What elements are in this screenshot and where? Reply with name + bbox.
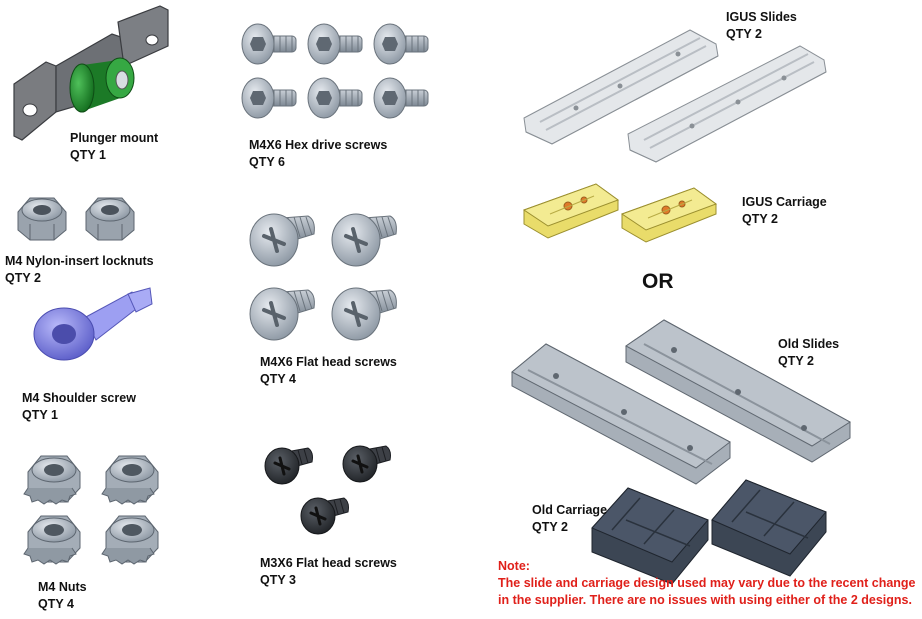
- old-carriage-image: [591, 479, 827, 585]
- part-name: M4 Nylon-insert locknuts: [5, 254, 154, 268]
- part-qty: QTY 1: [22, 408, 58, 422]
- hex-drive-screws-label: M4X6 Hex drive screws QTY 6: [249, 137, 387, 171]
- igus-carriage-image: [522, 183, 718, 243]
- or-divider-text: OR: [642, 270, 674, 293]
- part-qty: QTY 4: [260, 372, 296, 386]
- part-qty: QTY 2: [726, 27, 762, 41]
- part-qty: QTY 2: [778, 354, 814, 368]
- m4-flat-head-screws-label: M4X6 Flat head screws QTY 4: [260, 354, 397, 388]
- hex-drive-screws-image: [241, 23, 429, 119]
- plunger-mount-image: [13, 5, 169, 141]
- part-name: IGUS Slides: [726, 10, 797, 24]
- igus-slides-label: IGUS Slides QTY 2: [726, 9, 797, 43]
- old-slides-label: Old Slides QTY 2: [778, 336, 839, 370]
- igus-slides-image: [523, 29, 827, 163]
- shoulder-screw-image: [33, 287, 153, 361]
- shoulder-screw-label: M4 Shoulder screw QTY 1: [22, 390, 136, 424]
- m3-flat-head-screws-label: M3X6 Flat head screws QTY 3: [260, 555, 397, 589]
- plunger-mount-label: Plunger mount QTY 1: [70, 130, 158, 164]
- part-qty: QTY 2: [742, 212, 778, 226]
- part-name: M3X6 Flat head screws: [260, 556, 397, 570]
- note-line-1: The slide and carriage design used may v…: [498, 576, 916, 590]
- part-qty: QTY 3: [260, 573, 296, 587]
- part-name: M4X6 Flat head screws: [260, 355, 397, 369]
- part-qty: QTY 4: [38, 597, 74, 611]
- igus-carriage-label: IGUS Carriage QTY 2: [742, 194, 827, 228]
- part-name: Old Carriage: [532, 503, 608, 517]
- part-qty: QTY 2: [5, 271, 41, 285]
- part-name: M4 Shoulder screw: [22, 391, 136, 405]
- part-qty: QTY 2: [532, 520, 568, 534]
- nylon-locknuts-label: M4 Nylon-insert locknuts QTY 2: [5, 253, 154, 287]
- old-slides-image: [511, 319, 851, 485]
- m4-nuts-image: [23, 455, 159, 565]
- part-name: Old Slides: [778, 337, 840, 351]
- part-name: M4X6 Hex drive screws: [249, 138, 388, 152]
- part-name: M4 Nuts: [38, 580, 87, 594]
- part-name: IGUS Carriage: [742, 195, 827, 209]
- note-title: Note:: [498, 559, 530, 573]
- m4-flat-head-screws-image: [249, 213, 397, 341]
- part-qty: QTY 6: [249, 155, 285, 169]
- m4-nuts-label: M4 Nuts QTY 4: [38, 579, 87, 613]
- part-qty: QTY 1: [70, 148, 106, 162]
- m3-flat-head-screws-image: [264, 445, 391, 535]
- old-carriage-label: Old Carriage QTY 2: [532, 502, 607, 536]
- note-line-2: in the supplier. There are no issues wit…: [498, 593, 912, 607]
- part-name: Plunger mount: [70, 131, 159, 145]
- supplier-note: Note: The slide and carriage design used…: [498, 558, 916, 609]
- nylon-locknuts-image: [17, 197, 135, 241]
